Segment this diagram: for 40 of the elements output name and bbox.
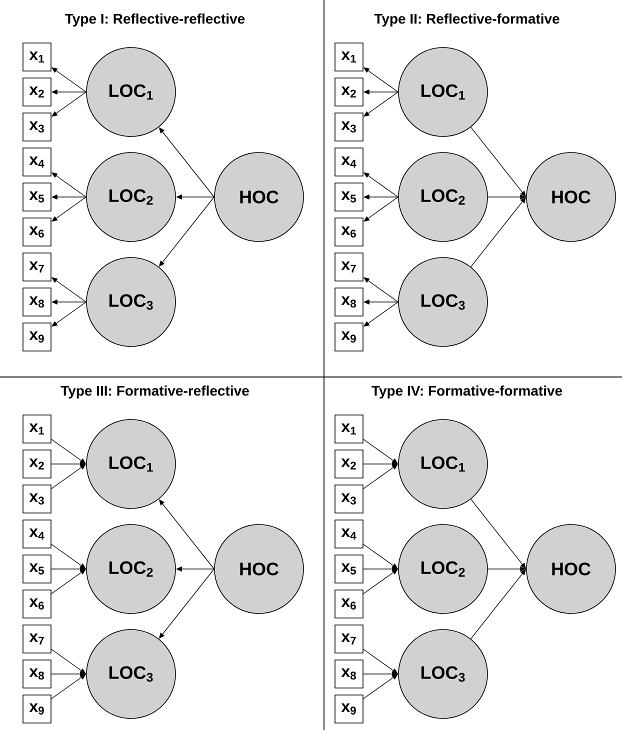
indicator-box: x$_{6}$ [22, 218, 52, 246]
indicator-box: x$_{5}$ [22, 554, 52, 584]
indicator-box: x$_{9}$ [334, 694, 364, 724]
panel-title: Type III: Formative-reflective [60, 385, 249, 399]
indicator-box: x$_{5}$ [334, 554, 364, 584]
indicator-box: x$_{8}$ [22, 288, 52, 316]
indicator-box: x$_{9}$ [334, 322, 364, 352]
indicator-box: x$_{3}$ [334, 112, 364, 142]
indicator-box: x$_{1}$ [22, 42, 52, 72]
indicator-box: x$_{1}$ [334, 42, 364, 72]
indicator-box: x$_{4}$ [22, 148, 52, 176]
panel-title: Type II: Reflective-formative [374, 13, 560, 27]
indicator-box: x$_{8}$ [334, 660, 364, 688]
indicator-box: x$_{2}$ [22, 450, 52, 478]
indicator-box: x$_{1}$ [334, 414, 364, 444]
indicator-box: x$_{8}$ [22, 660, 52, 688]
indicator-box: x$_{6}$ [22, 590, 52, 618]
indicator-box: x$_{4}$ [334, 520, 364, 548]
indicator-box: x$_{6}$ [334, 218, 364, 246]
indicator-box: x$_{3}$ [22, 484, 52, 514]
indicator-box: x$_{2}$ [22, 78, 52, 106]
indicator-box: x$_{9}$ [22, 694, 52, 724]
panel-title: Type IV: Formative-formative [372, 385, 562, 399]
indicator-box: x$_{1}$ [22, 414, 52, 444]
indicator-box: x$_{5}$ [22, 182, 52, 212]
indicator-box: x$_{7}$ [22, 624, 52, 654]
indicator-box: x$_{2}$ [334, 450, 364, 478]
indicator-box: x$_{3}$ [334, 484, 364, 514]
indicator-box: x$_{9}$ [22, 322, 52, 352]
indicator-box: x$_{2}$ [334, 78, 364, 106]
indicator-box: x$_{4}$ [334, 148, 364, 176]
indicator-box: x$_{7}$ [22, 252, 52, 282]
indicator-box: x$_{6}$ [334, 590, 364, 618]
indicator-box: x$_{4}$ [22, 520, 52, 548]
indicator-box: x$_{8}$ [334, 288, 364, 316]
indicator-box: x$_{7}$ [334, 624, 364, 654]
indicator-box: x$_{5}$ [334, 182, 364, 212]
indicator-box: x$_{7}$ [334, 252, 364, 282]
indicator-box: x$_{3}$ [22, 112, 52, 142]
panel-title: Type I: Reflective-reflective [65, 13, 245, 27]
